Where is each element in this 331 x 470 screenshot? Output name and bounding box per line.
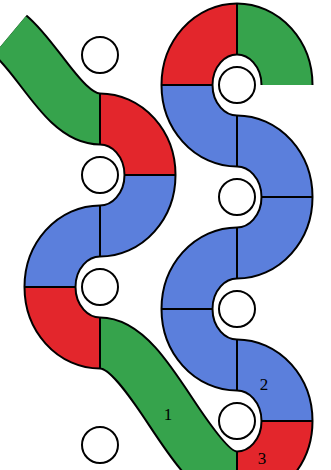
callout-number: 3 (258, 450, 267, 467)
callout-number: 2 (260, 376, 269, 393)
track-outline (10, 29, 287, 470)
pegs (82, 37, 255, 463)
track-segments (10, 29, 287, 470)
callout-number: 1 (164, 406, 173, 423)
segment-separators (25, 4, 312, 470)
